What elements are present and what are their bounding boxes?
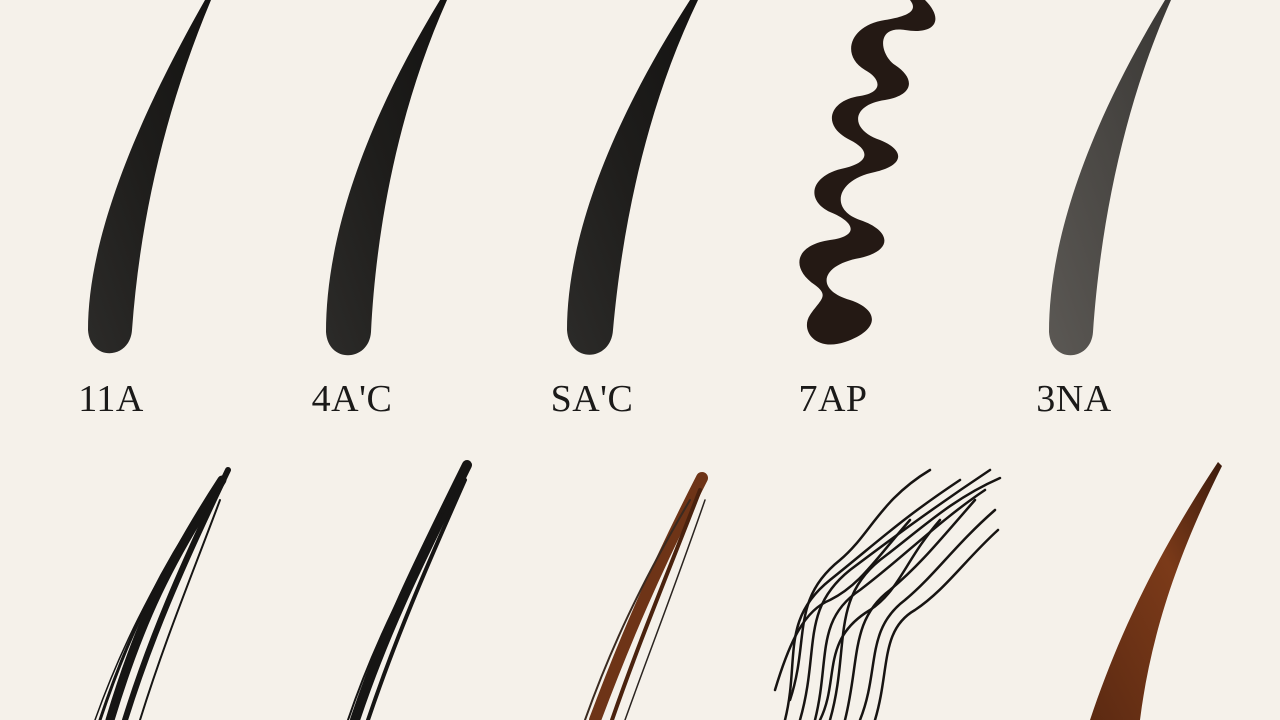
hair-bundle-3 <box>584 472 708 720</box>
hair-strand-4-wavy <box>799 0 936 345</box>
hair-type-label-4: 7AP <box>798 378 868 420</box>
hair-type-label-3: SA'C <box>550 378 634 420</box>
hair-bundle-1 <box>94 467 231 720</box>
hair-type-label-5: 3NA <box>1036 378 1112 420</box>
hair-strand-1 <box>88 0 211 354</box>
hair-type-label-1: 11A <box>78 378 144 420</box>
hair-strand-3 <box>567 0 698 355</box>
hair-bundle-5 <box>1090 462 1222 720</box>
hair-type-label-2: 4A'C <box>311 378 393 420</box>
hair-bundle-2 <box>347 460 472 720</box>
hair-strand-5 <box>1049 0 1171 356</box>
hair-strand-2 <box>326 0 447 356</box>
hair-bundle-4-wavy <box>773 468 1002 720</box>
